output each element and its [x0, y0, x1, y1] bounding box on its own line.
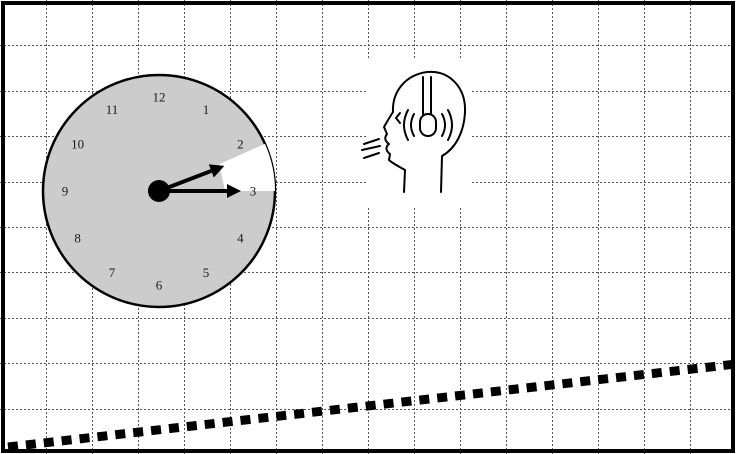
clock-number: 12	[153, 90, 166, 105]
clock-number: 5	[203, 265, 210, 280]
clock-number: 8	[74, 231, 81, 246]
clock-center	[148, 180, 170, 202]
clock-number: 2	[237, 137, 244, 152]
clock-number: 9	[62, 184, 69, 199]
clock-number: 3	[250, 184, 257, 199]
clock-number: 7	[109, 265, 116, 280]
clock-number: 6	[156, 278, 163, 293]
clock-number: 11	[106, 102, 119, 117]
clock-number: 10	[71, 137, 84, 152]
clock-number: 4	[237, 231, 244, 246]
dashed-line	[8, 364, 736, 447]
clock-number: 1	[203, 102, 210, 117]
head-with-headphones-speaking-icon	[362, 58, 470, 206]
